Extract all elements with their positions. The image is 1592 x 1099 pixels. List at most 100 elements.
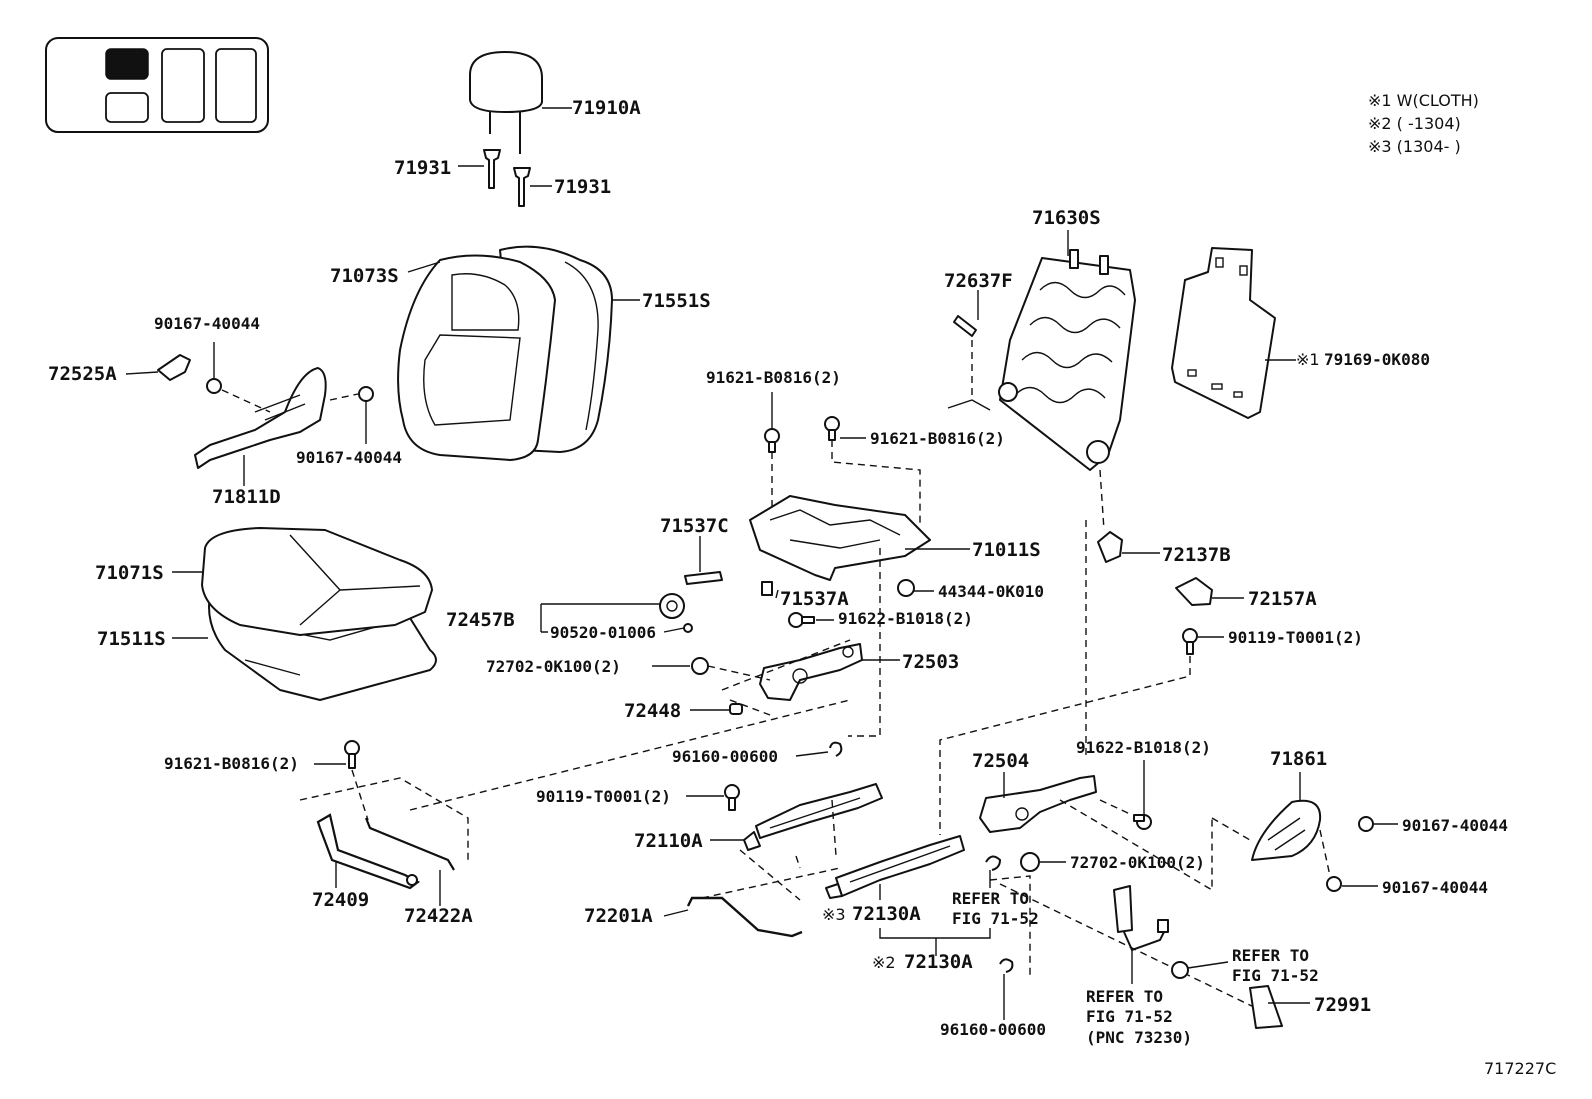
cover-72137B (1097, 531, 1123, 563)
label-72503: 72503 (902, 651, 959, 673)
shield-71861 (1251, 799, 1322, 861)
label-72525A: 72525A (48, 363, 117, 385)
label-72130A-b-mark: ※2 (872, 953, 896, 972)
label-72457B: 72457B (446, 609, 515, 631)
label-91621-B0816-b: 91621-B0816(2) (870, 429, 1005, 448)
label-72422A: 72422A (404, 905, 473, 927)
legend-note-2: ※2 ( -1304) (1368, 114, 1461, 133)
label-72201A: 72201A (584, 905, 653, 927)
label-72504: 72504 (972, 750, 1029, 772)
seat-cushion-71071S-71511S (201, 527, 437, 701)
label-refer-3a: REFER TO (1086, 987, 1163, 1006)
label-refer-1a: REFER TO (952, 889, 1029, 908)
label-refer-3c: (PNC 73230) (1086, 1028, 1192, 1047)
label-90119-T0001-b: 90119-T0001(2) (536, 787, 671, 806)
label-71910A: 71910A (572, 97, 641, 119)
seat-position-index (45, 37, 269, 133)
seatback-frame-71630S (947, 249, 1136, 471)
label-71073S: 71073S (330, 265, 399, 287)
frame-72409 (316, 813, 421, 890)
headrest-guide-71931 (483, 149, 531, 207)
label-71537A: 71537A (780, 588, 849, 610)
recliner-72503 (759, 643, 863, 701)
seat-track-72130A (825, 835, 965, 899)
label-71071S: 71071S (95, 562, 164, 584)
label-90119-T0001-a: 90119-T0001(2) (1228, 628, 1363, 647)
label-72637F: 72637F (944, 270, 1013, 292)
label-90167-40044-c: 90167-40044 (1402, 816, 1508, 835)
label-72110A: 72110A (634, 830, 703, 852)
headrest-71910A (469, 51, 543, 154)
label-72991: 72991 (1314, 994, 1371, 1016)
knob-72457B (659, 593, 693, 633)
label-91622-B1018-a: 91622-B1018(2) (838, 609, 973, 628)
nut-refer-71-52 (1171, 961, 1189, 979)
wire-72201A (686, 896, 803, 938)
label-71931-b: 71931 (554, 176, 611, 198)
label-90167-40044-a: 90167-40044 (154, 314, 260, 333)
seatbelt-buckle (1113, 885, 1169, 952)
label-72702-0K100-a: 72702-0K100(2) (486, 657, 621, 676)
label-79169-0K080: 79169-0K080 (1324, 350, 1430, 369)
label-71511S: 71511S (97, 628, 166, 650)
label-72130A-a-mark: ※3 (822, 905, 846, 924)
clip-71537A (761, 581, 773, 596)
label-71811D: 71811D (212, 486, 281, 508)
label-71931-a: 71931 (394, 157, 451, 179)
bolt-90119-T0001 (1182, 628, 1198, 655)
label-90167-40044-d: 90167-40044 (1382, 878, 1488, 897)
label-91622-B1018-b: 91622-B1018(2) (1076, 738, 1211, 757)
seat-track-72110A (743, 783, 883, 851)
label-refer-3b: FIG 71-52 (1086, 1007, 1173, 1026)
label-72130A-a: 72130A (852, 903, 921, 925)
legend-note-3: ※3 (1304- ) (1368, 137, 1461, 156)
label-72702-0K100-b: 72702-0K100(2) (1070, 853, 1205, 872)
seatback-cover-71073S (397, 245, 613, 461)
bolt-90119-T0001-lower (724, 784, 740, 811)
rod-71537C (684, 571, 723, 585)
label-71551S: 71551S (642, 290, 711, 312)
seatback-board-79169-0K080 (1171, 247, 1276, 419)
spacer-72702-0K100 (691, 657, 709, 675)
label-refer-2b: FIG 71-52 (1232, 966, 1319, 985)
label-71537C: 71537C (660, 515, 729, 537)
wire-72422A (364, 817, 455, 871)
label-72137B: 72137B (1162, 544, 1231, 566)
label-91621-B0816-a: 91621-B0816(2) (706, 368, 841, 387)
spacer-72702-0K100-lower (1020, 852, 1040, 872)
label-71630S: 71630S (1032, 207, 1101, 229)
bushing-44344-0K010 (897, 579, 915, 597)
recliner-72504 (979, 775, 1097, 833)
bolt-91621-B0816-lower (344, 740, 360, 769)
bolt-91622-B1018-lower (1133, 814, 1152, 830)
side-cover-71811D (157, 354, 374, 469)
label-71011S: 71011S (972, 539, 1041, 561)
clip-96160-00600 (829, 741, 843, 757)
label-44344-0K010: 44344-0K010 (938, 582, 1044, 601)
legend-note-1: ※1 W(CLOTH) (1368, 91, 1479, 110)
cover-72157A (1175, 577, 1213, 606)
bolt-91622-B1018 (788, 612, 815, 628)
label-72448: 72448 (624, 700, 681, 722)
label-96160-00600-b: 96160-00600 (940, 1020, 1046, 1039)
clip-refer-71-52 (985, 855, 1002, 871)
label-72130A-b: 72130A (904, 951, 973, 973)
cushion-frame-71011S (749, 495, 931, 581)
cover-72991 (1249, 985, 1283, 1029)
label-90520-01006: 90520-01006 (550, 623, 656, 642)
label-refer-2a: REFER TO (1232, 946, 1309, 965)
pin-72448 (729, 703, 743, 715)
figure-code: 717227C (1484, 1059, 1556, 1078)
label-96160-00600-a: 96160-00600 (672, 747, 778, 766)
label-71861: 71861 (1270, 748, 1327, 770)
label-91621-B0816-c: 91621-B0816(2) (164, 754, 299, 773)
clip-96160-00600-lower (999, 958, 1014, 973)
label-90167-40044-b: 90167-40044 (296, 448, 402, 467)
screw-90167-40044 (1326, 816, 1374, 892)
label-72409: 72409 (312, 889, 369, 911)
label-72157A: 72157A (1248, 588, 1317, 610)
label-refer-1b: FIG 71-52 (952, 909, 1039, 928)
bolt-91621-B0816 (764, 416, 840, 453)
